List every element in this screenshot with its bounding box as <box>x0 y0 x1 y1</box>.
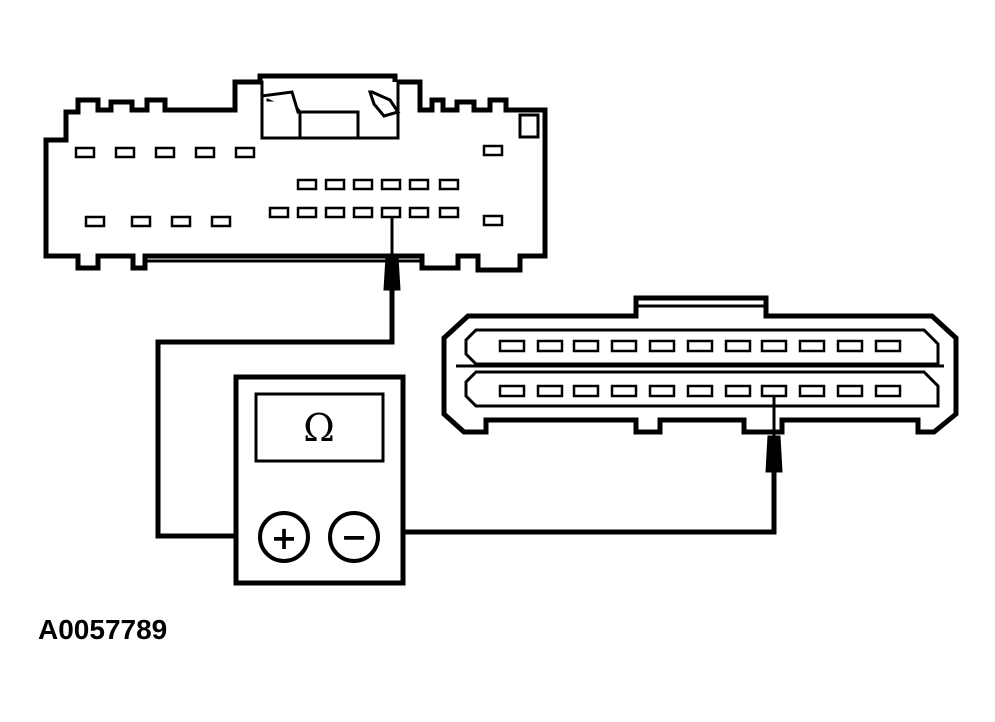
negative-terminal <box>328 511 380 563</box>
probe-lower <box>765 396 783 473</box>
minus-icon: − <box>341 518 368 556</box>
test-leads <box>155 290 777 539</box>
lower-connector <box>441 295 959 435</box>
positive-terminal <box>258 511 310 563</box>
ohmmeter: Ω + − <box>233 374 406 586</box>
negative-lead <box>380 472 777 535</box>
ohm-symbol: Ω <box>303 406 335 450</box>
plus-icon: + <box>271 519 298 557</box>
positive-lead <box>155 290 395 539</box>
figure-id: A0057789 <box>38 614 168 645</box>
upper-connector <box>43 73 548 273</box>
meter-display <box>254 392 385 463</box>
probe-upper <box>383 217 401 291</box>
